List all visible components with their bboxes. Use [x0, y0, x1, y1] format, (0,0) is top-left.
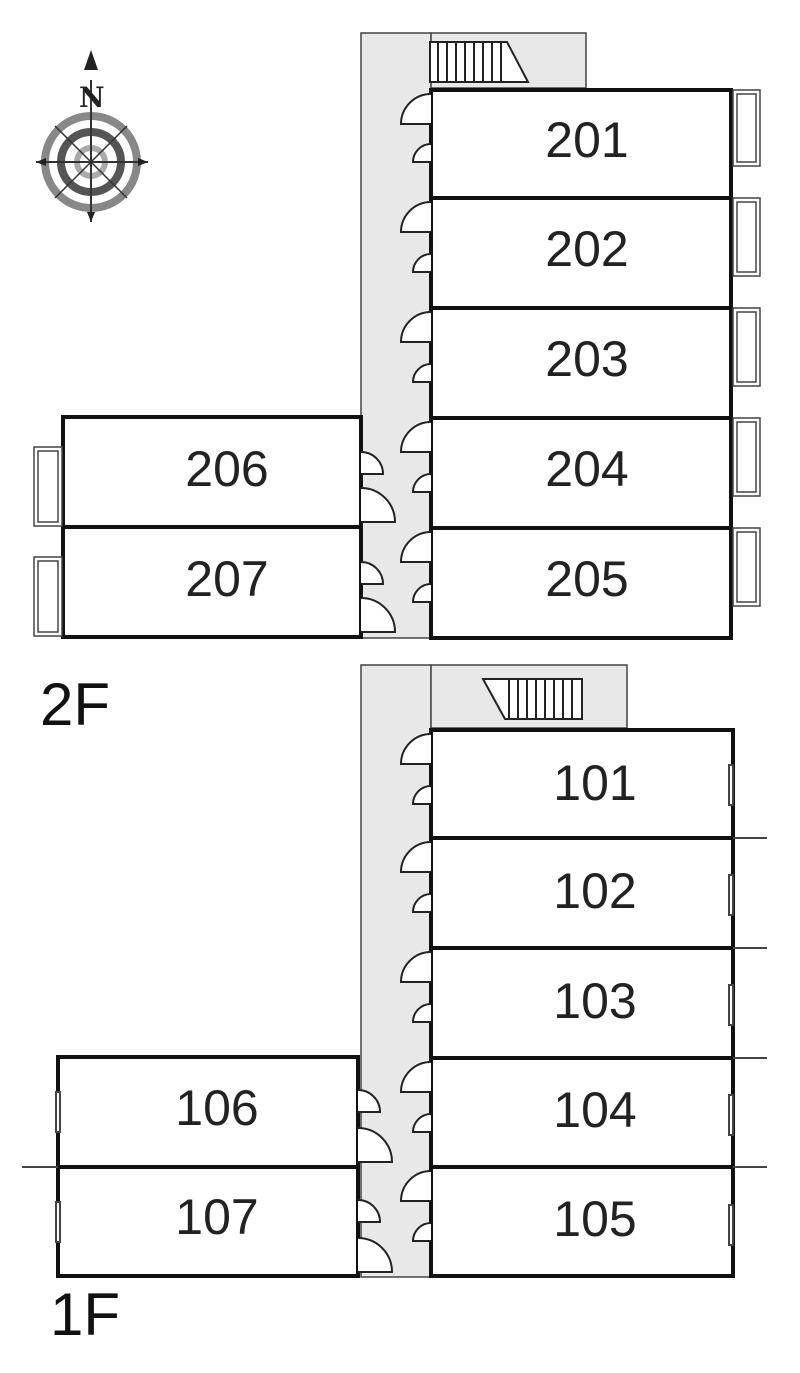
unit-label: 204	[545, 441, 628, 497]
unit-102: 102	[429, 836, 735, 950]
unit-207: 207	[61, 525, 363, 639]
balconies-2f-east	[732, 89, 761, 607]
unit-label: 205	[545, 551, 628, 607]
unit-label: 104	[553, 1082, 636, 1138]
compass-icon: N	[36, 50, 148, 222]
doors-2f-east	[399, 93, 432, 603]
unit-201: 201	[429, 88, 733, 200]
unit-206: 206	[61, 415, 363, 529]
staircase-2f	[429, 41, 530, 83]
unit-103: 103	[429, 946, 735, 1060]
unit-203: 203	[429, 306, 733, 420]
unit-104: 104	[429, 1056, 735, 1169]
unit-label: 206	[185, 441, 268, 497]
floor-2f: 201 202 203 204 205 206 207	[33, 32, 761, 738]
unit-label: 105	[553, 1191, 636, 1247]
unit-202: 202	[429, 196, 733, 310]
unit-label: 101	[553, 755, 636, 811]
staircase-1f	[481, 678, 583, 720]
unit-101: 101	[429, 728, 735, 840]
unit-label: 107	[175, 1189, 258, 1245]
doors-1f-west	[357, 1089, 394, 1273]
unit-205: 205	[429, 526, 733, 640]
unit-107: 107	[56, 1165, 360, 1278]
floor-1f: 101 102 103 104 105 106 107	[22, 664, 767, 1348]
windows-1f-west	[22, 1091, 61, 1243]
doors-2f-west	[360, 451, 397, 633]
floor-label-1f: 1F	[50, 1281, 120, 1348]
unit-label: 106	[175, 1080, 258, 1136]
floor-label-2f: 2F	[40, 671, 110, 738]
unit-105: 105	[429, 1165, 735, 1278]
unit-label: 202	[545, 221, 628, 277]
unit-label: 201	[545, 112, 628, 168]
unit-204: 204	[429, 416, 733, 530]
doors-1f-east	[399, 733, 432, 1242]
balconies-2f-west	[33, 446, 63, 637]
unit-label: 207	[185, 551, 268, 607]
north-label: N	[79, 81, 105, 114]
windows-1f-east	[728, 764, 767, 1246]
unit-label: 203	[545, 331, 628, 387]
unit-label: 103	[553, 973, 636, 1029]
unit-106: 106	[56, 1055, 360, 1169]
unit-label: 102	[553, 863, 636, 919]
